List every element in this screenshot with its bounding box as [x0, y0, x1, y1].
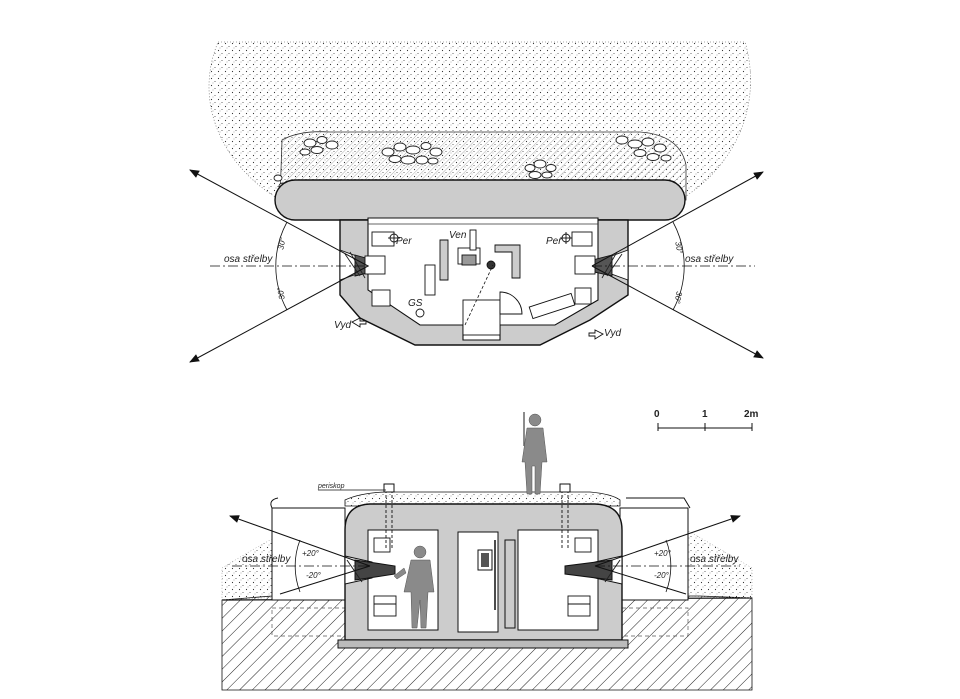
label-gs: GS — [408, 298, 423, 309]
fire-arc-right-lower — [591, 265, 764, 359]
label-per-right: Per — [546, 236, 562, 247]
stone-cluster — [273, 135, 672, 190]
label-ven: Ven — [449, 230, 467, 241]
label-angle-lu: 30° — [276, 236, 287, 250]
interior-equipment — [371, 229, 593, 336]
fire-arc-left-lower — [189, 265, 369, 363]
label-vyd-right: Vyd — [604, 328, 621, 339]
label-section-angle-ll: -20° — [306, 571, 322, 580]
plan-view: Per Per Ven GS Vyd Vyd osa střelby osa s… — [189, 41, 764, 363]
label-section-angle-rl: -20° — [654, 571, 670, 580]
label-osa-left: osa střelby — [224, 254, 273, 265]
fire-arc-right-upper — [591, 171, 764, 267]
section-room-center — [457, 531, 499, 633]
soldier-figure-inside — [393, 545, 435, 629]
label-periskop: periskop — [317, 483, 345, 490]
periscope-icon — [388, 232, 572, 244]
section-fire-arc-right-upper — [594, 515, 741, 567]
label-section-osa-left: osa střelby — [242, 554, 291, 565]
label-angle-ru: 30° — [673, 241, 684, 255]
label-osa-right: osa střelby — [685, 254, 734, 265]
scale-tick-0: 0 — [654, 409, 660, 420]
label-section-angle-lu: +20° — [302, 549, 320, 558]
section-fire-arc-left-lower — [279, 565, 371, 595]
label-per-left: Per — [396, 236, 412, 247]
label-angle-ll: 30° — [276, 286, 287, 300]
soldier-figure-top — [521, 412, 548, 495]
section-view: periskop osa střelby osa střelby +20° -2… — [221, 412, 753, 691]
section-embrasure-right — [564, 555, 623, 585]
fire-arc-left-upper — [189, 169, 369, 267]
exit-icon — [351, 317, 604, 340]
label-section-osa-right: osa střelby — [690, 554, 739, 565]
scale-tick-1: 1 — [702, 409, 708, 420]
label-angle-rl: 30° — [672, 291, 683, 305]
section-fire-arc-right-lower — [594, 565, 687, 595]
label-section-angle-ru: +20° — [654, 549, 672, 558]
right-embrasure — [574, 249, 629, 281]
label-vyd-left: Vyd — [334, 320, 351, 331]
scale-bar: 0 1 2m — [654, 409, 759, 431]
roof-slab — [274, 179, 686, 221]
scale-tick-2: 2m — [744, 409, 759, 420]
